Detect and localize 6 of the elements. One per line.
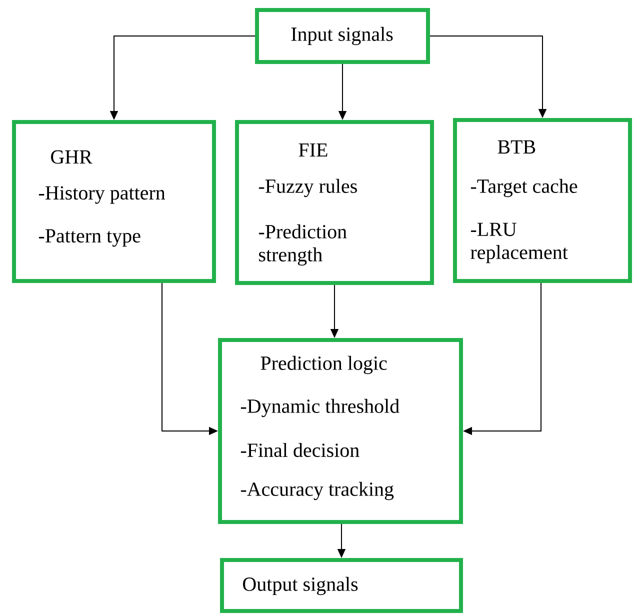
process-box: GHR -History pattern -Pattern type [12, 120, 216, 283]
process-box: Prediction logic -Dynamic threshold -Final decision -Accuracy tracking [218, 338, 463, 524]
process-box: FIE -Fuzzy rules -Prediction strength [235, 120, 434, 285]
process-box: Input signals [255, 8, 430, 64]
process-box: Output signals [220, 558, 463, 613]
process-box: BTB -Target cache -LRU replacement [453, 118, 632, 283]
